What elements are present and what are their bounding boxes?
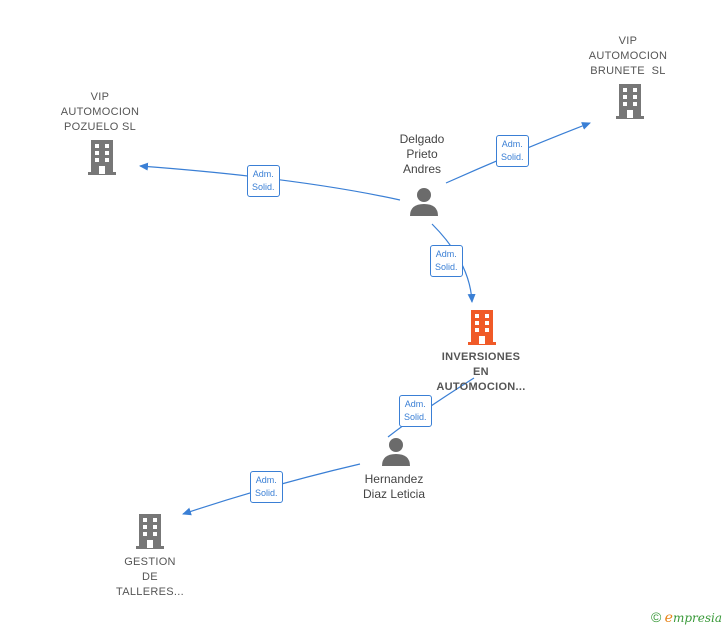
person-icon[interactable]	[408, 186, 440, 218]
edge-label-adm-solid: Adm. Solid.	[247, 165, 280, 197]
company-name-line: INVERSIONES	[441, 351, 521, 363]
edge-label-adm-solid: Adm. Solid.	[399, 395, 432, 427]
company-name-line: VIP	[618, 35, 638, 47]
brand-e: e	[664, 610, 673, 626]
edge-label-line: Adm.	[435, 249, 457, 259]
company-name-line: POZUELO SL	[63, 121, 137, 133]
company-gestion-de-talleres[interactable]: GESTION DE TALLERES...	[100, 555, 200, 600]
company-name-line: AUTOMOCION	[60, 106, 140, 118]
company-vip-brunete[interactable]: VIP AUTOMOCION BRUNETE SL	[578, 34, 678, 79]
company-name-line: DE	[142, 571, 158, 583]
copyright-symbol: ©	[650, 609, 662, 625]
edge-label-line: Adm.	[252, 169, 274, 179]
person-name-line: Delgado	[399, 132, 445, 146]
company-name-line: EN	[473, 366, 489, 378]
company-name-line: AUTOMOCION...	[436, 381, 526, 393]
person-name-line: Andres	[402, 162, 442, 176]
empresia-logo: © empresia	[651, 609, 722, 626]
edge-label-line: Solid.	[404, 412, 427, 422]
brand-rest: mpresia	[672, 611, 722, 625]
edge-label-adm-solid: Adm. Solid.	[496, 135, 529, 167]
company-name-line: AUTOMOCION	[588, 50, 668, 62]
edge-label-line: Solid.	[255, 488, 278, 498]
person-delgado-prieto-andres[interactable]: Delgado Prieto Andres	[372, 132, 472, 177]
edge-label-line: Solid.	[435, 262, 458, 272]
company-name-line: BRUNETE SL	[590, 65, 666, 77]
person-icon[interactable]	[380, 436, 412, 468]
company-vip-pozuelo[interactable]: VIP AUTOMOCION POZUELO SL	[50, 90, 150, 135]
person-name-line: Hernandez	[364, 472, 424, 486]
company-inversiones-en-automocion[interactable]: INVERSIONES EN AUTOMOCION...	[420, 350, 542, 395]
person-hernandez-diaz-leticia[interactable]: Hernandez Diaz Leticia	[344, 472, 444, 502]
building-icon[interactable]	[614, 84, 646, 120]
building-icon[interactable]	[134, 514, 166, 550]
edge-delgado-to-pozuelo	[139, 162, 401, 201]
company-name-line: GESTION	[124, 556, 176, 568]
person-name-line: Prieto	[406, 147, 438, 161]
edge-label-line: Adm.	[255, 475, 277, 485]
company-name-line: TALLERES...	[116, 586, 184, 598]
building-icon[interactable]	[86, 140, 118, 176]
edge-label-adm-solid: Adm. Solid.	[250, 471, 283, 503]
edge-label-line: Solid.	[501, 152, 524, 162]
edge-label-line: Adm.	[501, 139, 523, 149]
edge-label-adm-solid: Adm. Solid.	[430, 245, 463, 277]
edge-label-line: Adm.	[404, 399, 426, 409]
company-name-line: VIP	[90, 91, 110, 103]
person-name-line: Diaz Leticia	[362, 487, 426, 501]
building-icon-highlighted[interactable]	[466, 310, 498, 346]
edge-label-line: Solid.	[252, 182, 275, 192]
